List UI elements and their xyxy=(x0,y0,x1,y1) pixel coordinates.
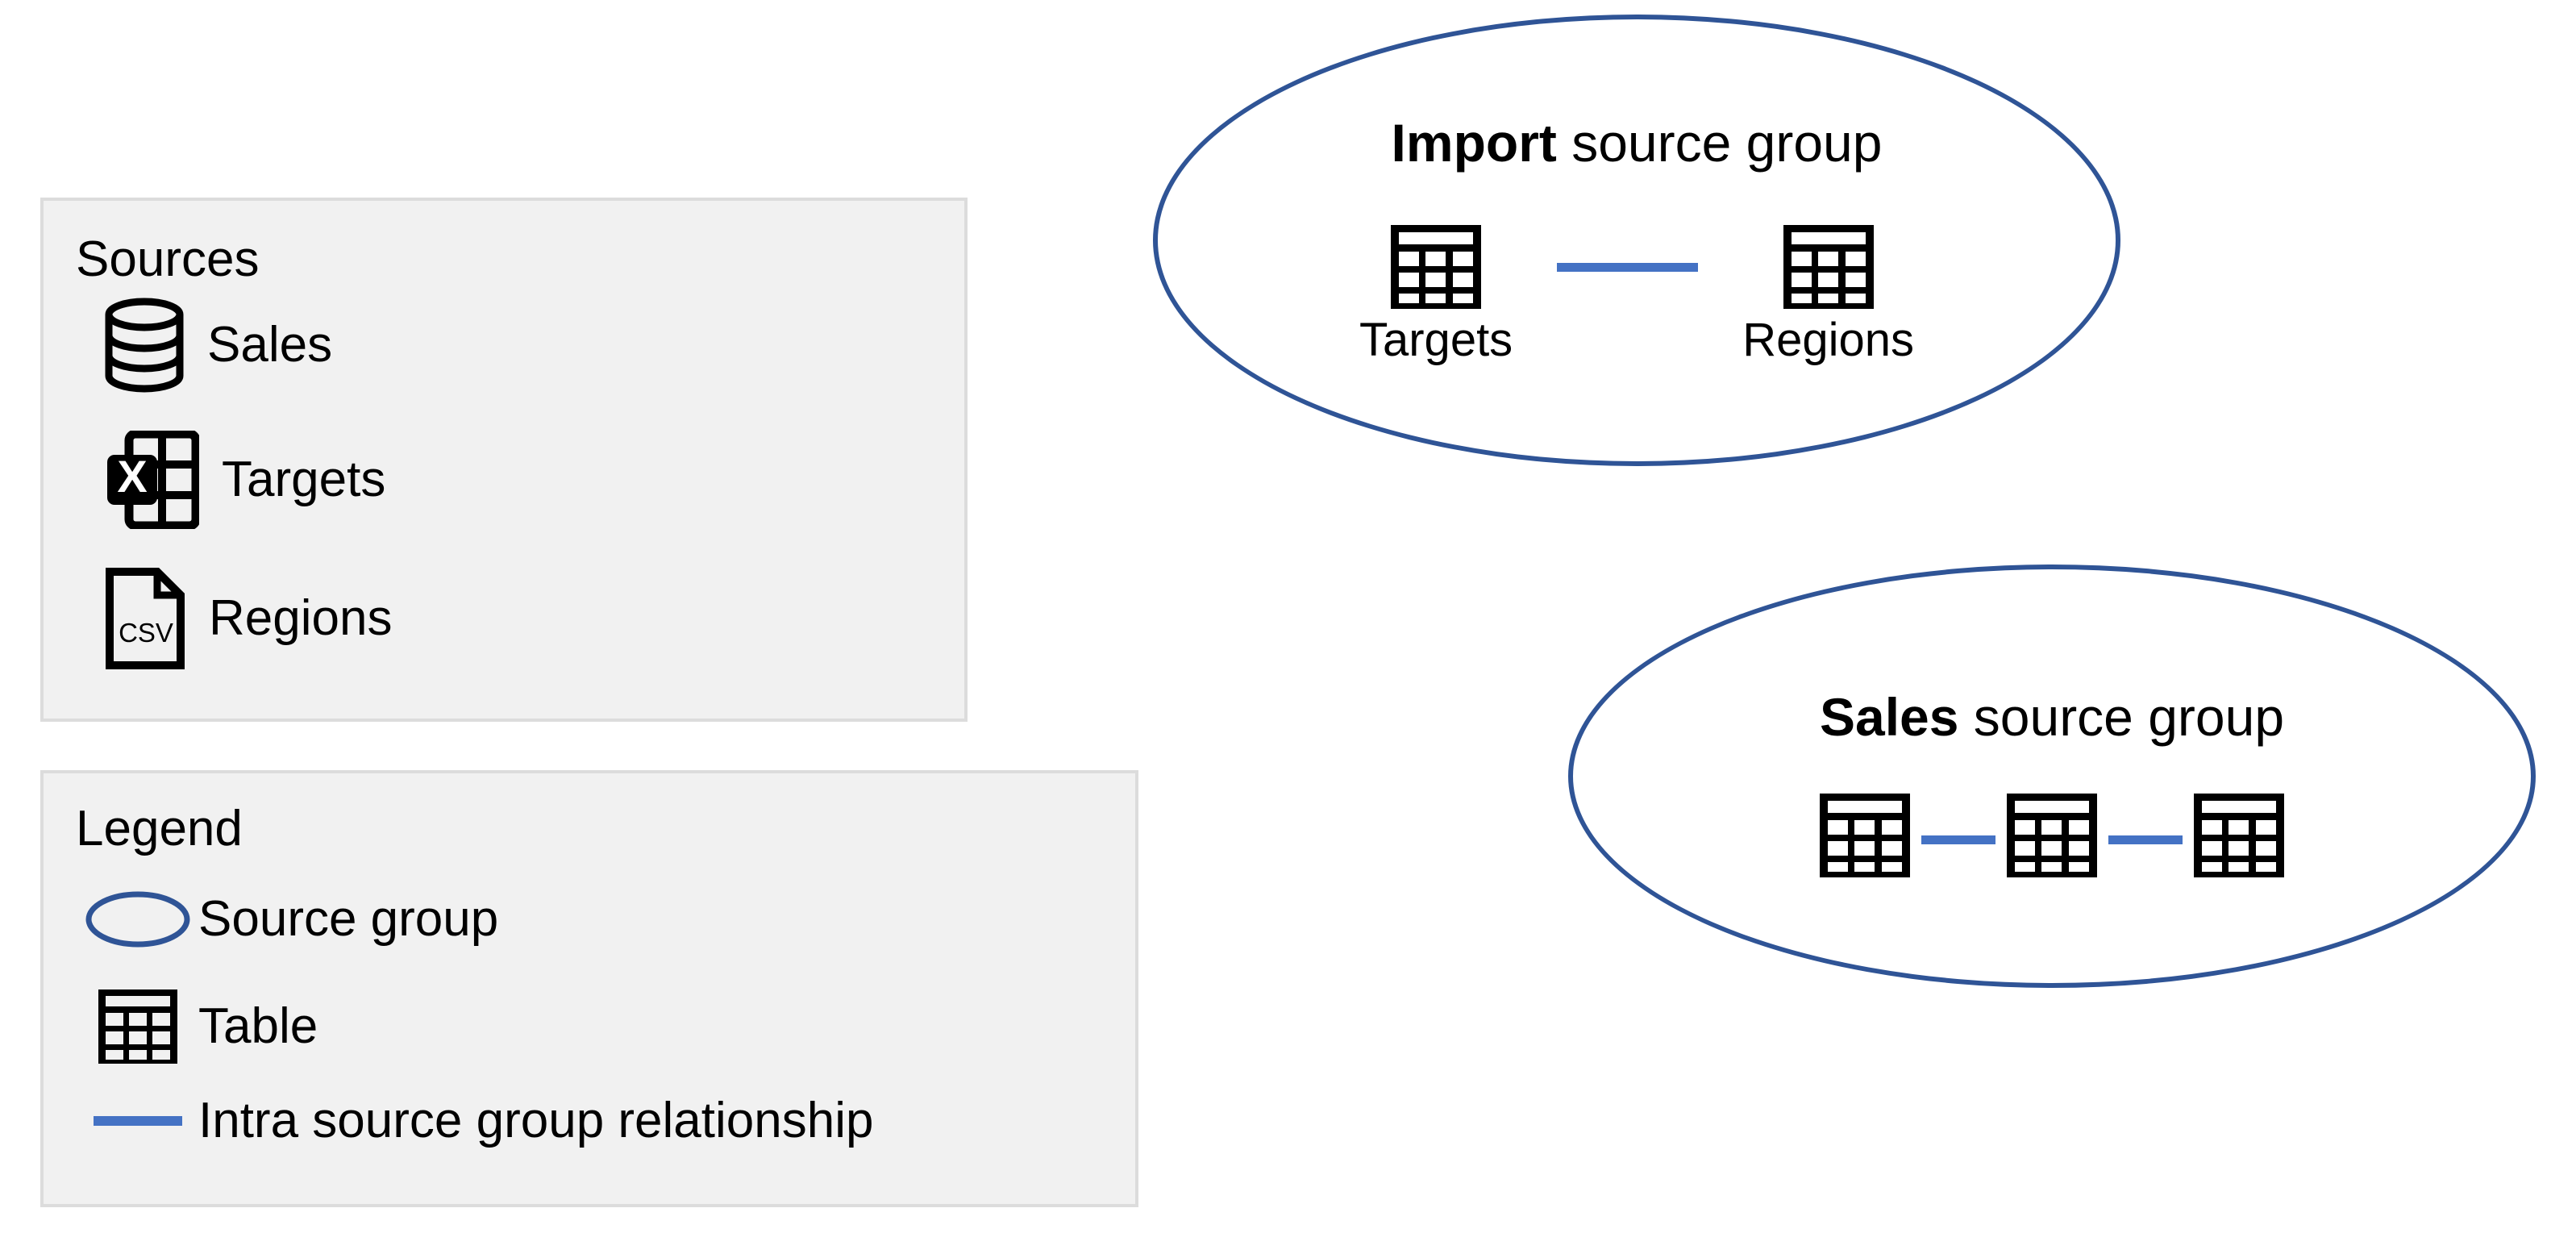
source-item-regions[interactable]: CSV Regions xyxy=(104,568,392,669)
group-title-bold: Sales xyxy=(1819,687,1959,747)
source-item-label: Sales xyxy=(207,317,333,373)
table-icon xyxy=(1391,225,1482,309)
legend-panel-title: Legend xyxy=(76,801,243,856)
line-icon xyxy=(94,1116,182,1126)
group-title-rest: source group xyxy=(1958,687,2285,747)
source-item-sales[interactable]: Sales xyxy=(104,298,332,393)
source-item-label: Regions xyxy=(209,590,393,646)
relationship-connector xyxy=(2108,835,2183,844)
source-item-label: Targets xyxy=(222,452,386,507)
sources-panel: Sources Sales xyxy=(40,198,968,722)
table-icon xyxy=(98,989,177,1064)
sources-panel-title: Sources xyxy=(76,231,260,287)
table-icon xyxy=(2194,794,2284,877)
svg-text:X: X xyxy=(117,451,147,502)
relationship-connector xyxy=(1921,835,1995,844)
sales-source-group-title: Sales source group xyxy=(1573,690,2531,744)
legend-icon-slot xyxy=(77,1116,198,1126)
csv-icon-label: CSV xyxy=(119,618,173,648)
table-node-label: Regions xyxy=(1742,314,1914,366)
import-source-group-title: Import source group xyxy=(1158,116,2116,169)
table-node-1[interactable] xyxy=(1820,794,1910,885)
csv-file-icon: CSV xyxy=(104,568,186,669)
legend-icon-slot xyxy=(77,890,198,948)
legend-item-source-group: Source group xyxy=(77,890,498,948)
import-source-group[interactable]: Import source group xyxy=(1153,15,2120,466)
table-icon xyxy=(1783,225,1874,309)
group-title-bold: Import xyxy=(1391,113,1557,173)
table-node-3[interactable] xyxy=(2194,794,2284,885)
legend-item-label: Table xyxy=(198,998,318,1054)
legend-item-table: Table xyxy=(77,989,318,1064)
group-title-rest: source group xyxy=(1556,113,1883,173)
legend-panel: Legend Source group xyxy=(40,770,1138,1207)
legend-item-relationship: Intra source group relationship xyxy=(77,1096,873,1146)
table-icon xyxy=(2007,794,2097,877)
sales-source-group[interactable]: Sales source group xyxy=(1568,565,2536,988)
legend-item-label: Source group xyxy=(198,891,499,947)
table-icon xyxy=(1820,794,1910,877)
table-node-targets[interactable]: Targets xyxy=(1359,225,1513,364)
table-node-2[interactable] xyxy=(2007,794,2097,885)
table-node-regions[interactable]: Regions xyxy=(1742,225,1914,364)
ellipse-icon xyxy=(85,890,191,948)
source-item-targets[interactable]: X Targets xyxy=(104,429,386,531)
sales-source-group-body xyxy=(1573,794,2531,885)
import-source-group-body: Targets xyxy=(1158,225,2116,364)
excel-file-icon: X xyxy=(104,429,201,531)
database-icon xyxy=(104,298,185,393)
legend-item-label: Intra source group relationship xyxy=(198,1093,874,1148)
legend-icon-slot xyxy=(77,989,198,1064)
table-node-label: Targets xyxy=(1359,314,1513,366)
relationship-connector xyxy=(1557,262,1699,272)
